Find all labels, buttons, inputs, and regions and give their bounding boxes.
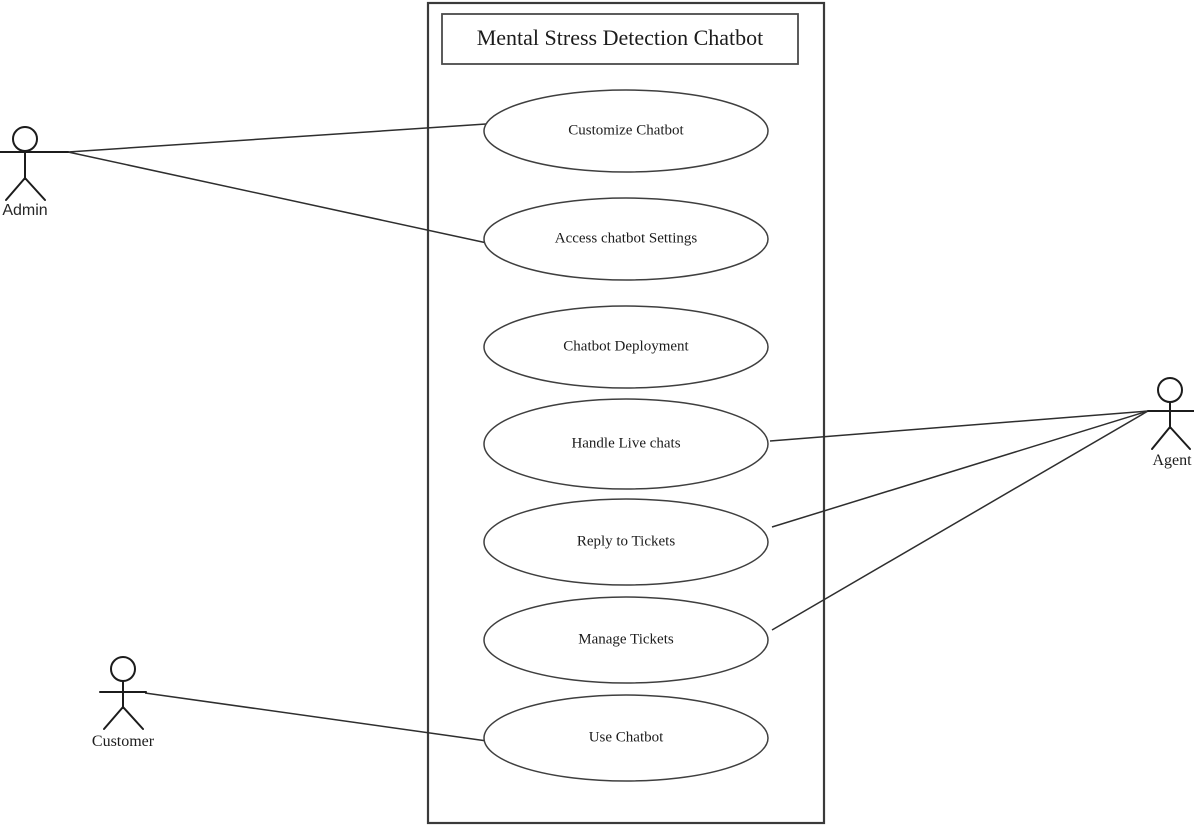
use-case-ellipse-customize-chatbot[interactable] (483, 89, 769, 173)
actor-customer-head-icon (110, 656, 136, 682)
use-case-label-chatbot-deployment: Chatbot Deployment (563, 338, 689, 354)
use-case-group-use-chatbot[interactable]: Use Chatbot (483, 694, 769, 782)
use-case-group-chatbot-deployment[interactable]: Chatbot Deployment (483, 305, 769, 389)
association-agent-manage-tickets (771, 410, 1149, 631)
use-case-label-reply-to-tickets: Reply to Tickets (577, 533, 676, 549)
actor-admin-leg-left (5, 177, 26, 201)
use-case-ellipse-manage-tickets[interactable] (483, 596, 769, 684)
actor-agent[interactable]: Agent (1147, 377, 1194, 469)
use-case-label-customize-chatbot: Customize Chatbot (568, 122, 684, 138)
actor-agent-leg-left (1151, 426, 1171, 450)
actor-admin-head-icon (12, 126, 38, 152)
association-admin-customize-chatbot (67, 123, 487, 153)
system-title-box (441, 13, 799, 65)
association-agent-reply-to-tickets (771, 410, 1149, 528)
actor-customer-label: Customer (92, 733, 155, 750)
use-case-ellipse-use-chatbot[interactable] (483, 694, 769, 782)
use-case-group-access-chatbot-settings[interactable]: Access chatbot Settings (483, 197, 769, 281)
actor-admin-label: Admin (2, 202, 47, 219)
actor-admin[interactable]: Admin (0, 126, 69, 219)
use-case-group-customize-chatbot[interactable]: Customize Chatbot (483, 89, 769, 173)
use-case-label-manage-tickets: Manage Tickets (578, 631, 674, 647)
system-title-text: Mental Stress Detection Chatbot (477, 25, 764, 50)
association-lines (67, 123, 1149, 742)
actor-agent-head-icon (1157, 377, 1183, 403)
association-agent-handle-live-chats (769, 410, 1149, 442)
association-admin-access-chatbot-settings (67, 151, 488, 244)
use-case-ellipse-access-chatbot-settings[interactable] (483, 197, 769, 281)
use-case-ellipse-handle-live-chats[interactable] (483, 398, 769, 490)
actor-agent-leg-right (1169, 426, 1191, 450)
use-case-group-reply-to-tickets[interactable]: Reply to Tickets (483, 498, 769, 586)
use-case-label-use-chatbot: Use Chatbot (589, 729, 664, 745)
association-customer-use-chatbot (144, 692, 488, 742)
actor-customer-leg-left (103, 706, 124, 730)
use-case-ellipse-reply-to-tickets[interactable] (483, 498, 769, 586)
actor-customer[interactable]: Customer (92, 656, 155, 750)
actor-agent-label: Agent (1152, 452, 1192, 469)
use-case-label-access-chatbot-settings: Access chatbot Settings (555, 230, 698, 246)
use-case-label-handle-live-chats: Handle Live chats (571, 435, 680, 451)
actor-customer-leg-right (122, 706, 144, 730)
use-case-group-manage-tickets[interactable]: Manage Tickets (483, 596, 769, 684)
use-case-ellipse-chatbot-deployment[interactable] (483, 305, 769, 389)
use-case-group-handle-live-chats[interactable]: Handle Live chats (483, 398, 769, 490)
actor-admin-leg-right (24, 177, 46, 201)
